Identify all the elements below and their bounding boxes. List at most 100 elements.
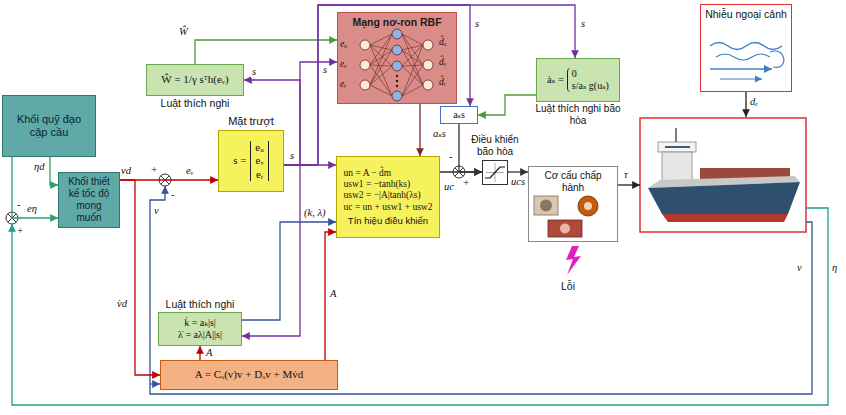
signal-connector — [12, 157, 58, 218]
node-text: eᵤ — [255, 141, 264, 154]
synapse-line — [402, 45, 423, 50]
node-text: Mạng nơ-ron RBF — [352, 16, 441, 29]
signal-label: eη — [26, 203, 38, 215]
node-text: Cơ cấu chấp hành — [533, 170, 613, 194]
signal-label: aₛs — [432, 128, 447, 140]
synapse-lines — [370, 34, 423, 96]
signal-label: A — [205, 347, 213, 359]
node-text: eᵣ — [256, 168, 263, 181]
signal-label: s — [251, 66, 257, 78]
hidden-neuron — [392, 45, 402, 55]
saturation-axes — [486, 163, 504, 182]
box-heading: Điều khiển bão hòa — [466, 134, 524, 158]
synapse-line — [370, 65, 392, 96]
signal-connector — [284, 62, 337, 165]
ellipsis-dot — [396, 85, 398, 87]
saturation-ground — [482, 160, 508, 185]
wind-arrow — [710, 68, 772, 69]
node-text: Nhiễu ngoại cảnh — [705, 8, 787, 21]
ellipsis-dot — [396, 80, 398, 82]
signal-label: eᵤ — [340, 39, 347, 49]
box-heading: Luật thích nghi — [166, 298, 235, 311]
signal-label: ηd — [33, 161, 45, 173]
box-heading: Mặt trượt — [228, 115, 274, 128]
signal-connector — [419, 104, 420, 156]
thruster-icon — [534, 196, 558, 215]
node-text: A = Cₒ(v)v + Dₒv + Mv̇d — [195, 368, 304, 381]
synapse-line — [370, 85, 392, 96]
node-text: λ̇ = aλ|A||s| — [178, 329, 222, 341]
signal-label: v̇d — [116, 298, 128, 310]
synapse-line — [402, 34, 423, 45]
vessel-mast — [675, 128, 677, 142]
hidden-neuron — [392, 61, 402, 71]
signal-label: η — [832, 262, 837, 274]
vessel-hull — [648, 182, 800, 214]
saturation-adaptive-box: ȧₛ =0s/aₛ g(uₛ)Luật thích nghi bão hòa — [536, 58, 620, 102]
node-text: usw2 = −|A|tanh(λs) — [344, 190, 433, 201]
node-text: usw1 = −tanh(ks) — [344, 179, 433, 190]
vessel-superstructure — [662, 152, 692, 182]
propeller-hub — [584, 202, 592, 210]
propeller-hub — [560, 224, 570, 234]
node-text: s = — [233, 154, 246, 167]
sign-label: - — [171, 188, 175, 200]
synapse-line — [370, 34, 392, 65]
node-text: aₛs — [453, 109, 465, 121]
thrust-arrow — [618, 184, 640, 185]
matrix-bracket: eᵤeᵥeᵣ — [250, 141, 269, 181]
wind-curl — [770, 51, 784, 67]
synapse-line — [370, 50, 392, 85]
signal-connector — [284, 5, 470, 165]
signal-label: s — [322, 64, 328, 76]
signal-label: (k, λ) — [303, 207, 326, 219]
signal-label: s — [474, 18, 480, 30]
output-neuron — [423, 80, 433, 90]
case-row: ȧₛ = 0s/aₛ g(uₛ) — [547, 68, 609, 92]
node-text: un = A − d̂m — [344, 168, 433, 179]
signal-label: s — [580, 18, 586, 30]
hidden-neuron — [392, 91, 402, 101]
signal-connector — [508, 171, 528, 172]
adaptive-gain-box: Luật thích nghik̇ = aₖ|s|λ̇ = aλ|A||s| — [158, 312, 242, 346]
wind-line — [716, 54, 770, 60]
synapse-line — [402, 65, 423, 66]
rbf-panel — [337, 12, 457, 104]
signal-label: s — [289, 150, 295, 162]
sliding-surface-box: Mặt trượts =eᵤeᵥeᵣ — [218, 130, 284, 192]
saturation-curve — [485, 167, 505, 178]
input-neuron — [360, 60, 370, 70]
signal-label: eᵣ — [340, 79, 347, 89]
box-caption: Luật thích nghi — [161, 97, 230, 110]
node-text: Khối thiết kế tốc độ mong muốn — [63, 176, 115, 224]
signal-connector — [199, 346, 200, 360]
output-neuron — [423, 60, 433, 70]
signal-label: τ — [624, 169, 628, 181]
synapse-line — [370, 50, 392, 65]
sign-label: + — [463, 176, 469, 188]
synapse-line — [402, 45, 423, 96]
signal-label: Ŵ — [178, 26, 189, 38]
node-text: s/aₛ g(uₛ) — [572, 80, 609, 92]
hidden-neuron — [392, 29, 402, 39]
matrix-row: s = eᵤeᵥeᵣ — [233, 141, 269, 181]
node-text: Tín hiệu điều khiển — [348, 215, 428, 226]
gain-box: aₛs — [440, 106, 478, 124]
synapse-line — [370, 34, 392, 45]
signal-label: v — [154, 205, 159, 217]
node-text: ȧₛ = — [547, 74, 564, 87]
node-text: 0 — [572, 68, 577, 80]
signal-connector — [440, 171, 482, 172]
vessel-frame — [640, 118, 806, 232]
signal-connector — [242, 222, 336, 320]
node-text: Ŵ = 1/γ sᵀh(eᵥ) — [161, 73, 228, 86]
signal-label: d̂ᵤ — [439, 37, 447, 47]
ellipsis-dot — [396, 75, 398, 77]
sign-label: + — [151, 163, 157, 175]
trajectory-block: Khối quỹ đạo cập cầu — [2, 95, 96, 157]
signal-connector — [478, 95, 536, 115]
velocity-feedback — [150, 186, 812, 394]
vessel-windows — [665, 146, 690, 148]
node-text: uc = un + usw1 + usw2 — [344, 202, 433, 213]
